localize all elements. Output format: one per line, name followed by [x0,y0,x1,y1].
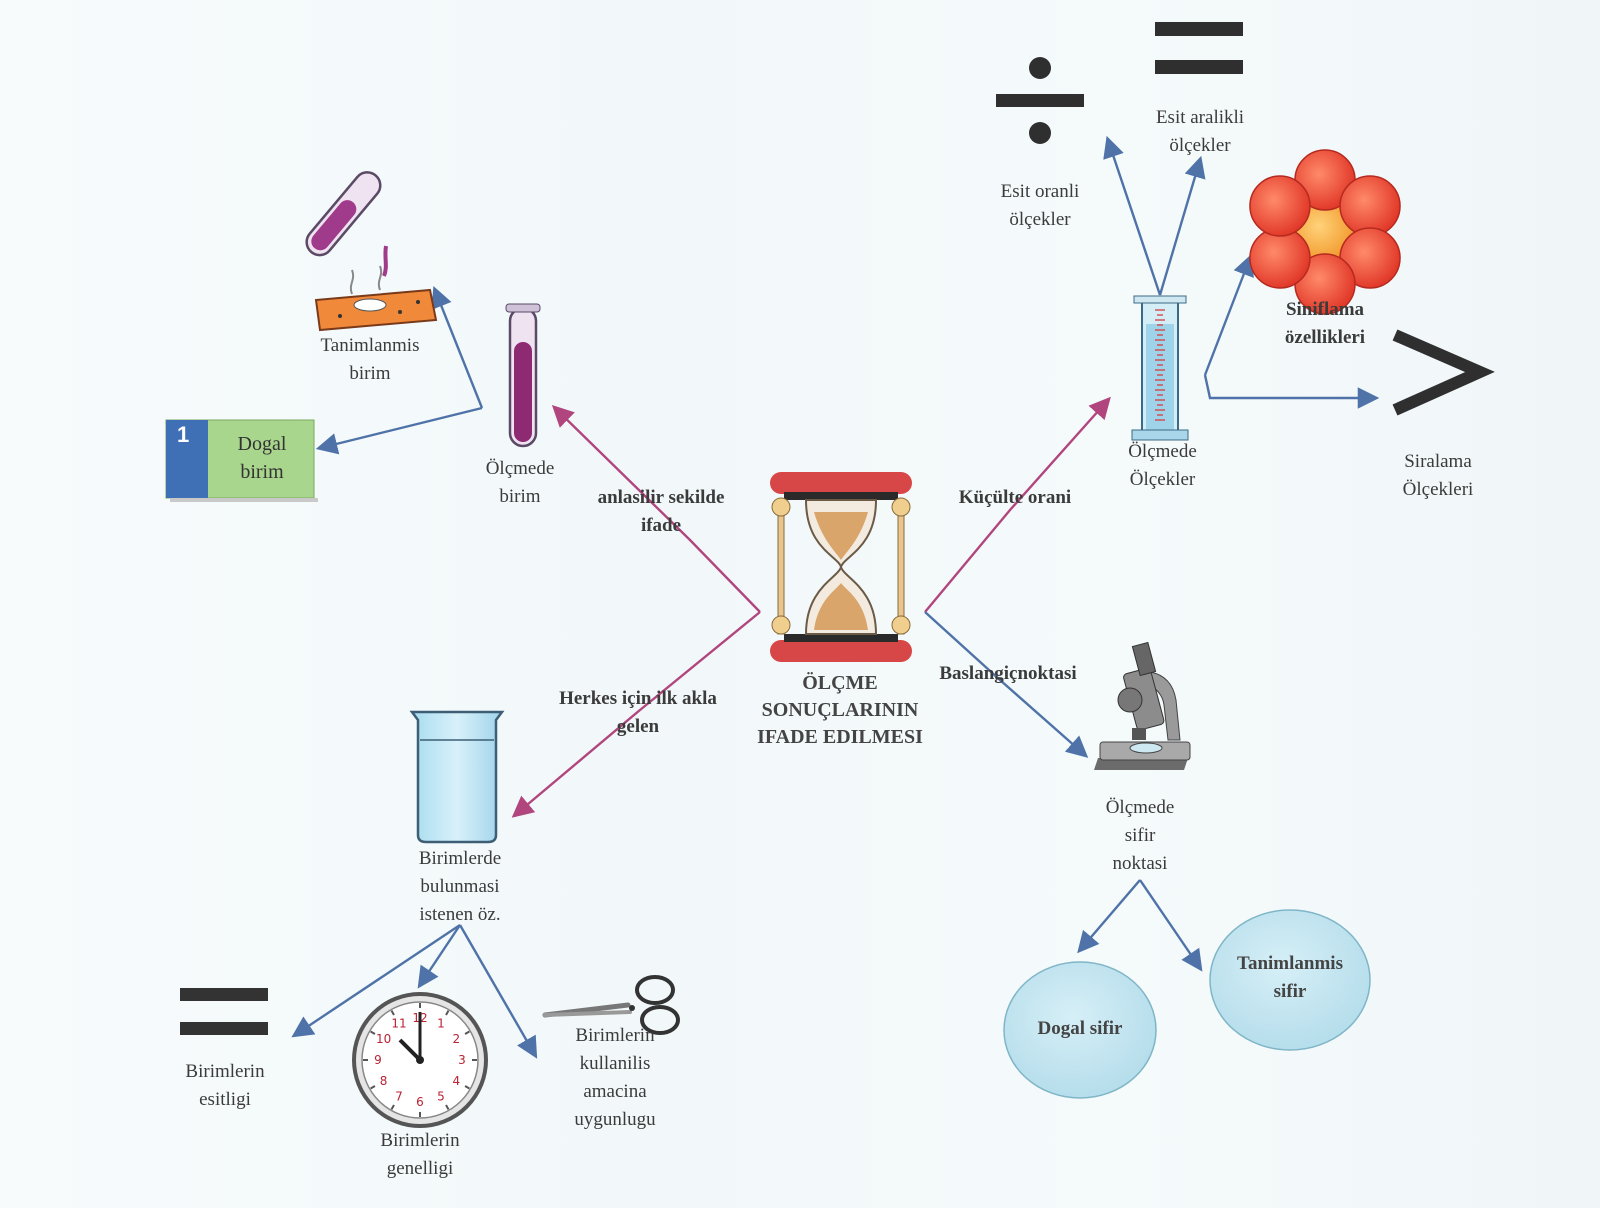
clock-numeral: 3 [458,1053,466,1067]
pouring-test-tube-icon [305,171,438,332]
natural-unit-box [165,419,318,502]
label-generality: Birimlerin genelligi [380,1130,460,1179]
beaker-icon [409,710,505,844]
edge-scales-to-ordinal [1203,374,1380,409]
edge-unit-to-natural-unit [315,406,483,455]
label-suitability: Birimlerin kullanilis amacina uygunlugu [574,1025,656,1130]
label-required-props: Birimlerde bulunmasi istenen öz. [418,848,502,925]
clock-tick [390,1104,395,1110]
label-ratio-scales: Esit oranli ölçekler [1000,181,1080,230]
equals-icon [180,988,268,1035]
edge-scales-to-interval [1158,155,1206,296]
cluster-dot [1339,175,1401,237]
edge-unit-to-defined-unit [431,285,484,409]
edge-center-to-scales [924,396,1111,613]
label-equality: Birimlerin esitligi [185,1061,265,1110]
edge-scales-to-ratio [1103,135,1162,296]
scissors-icon [542,975,680,1035]
clock-tick [370,1085,376,1090]
graduated-cylinder-icon [1131,295,1189,441]
edge-center-to-zero [924,611,1089,758]
hourglass-icon [770,472,912,662]
clock-numeral: 8 [380,1074,388,1088]
clock-numeral: 10 [376,1032,391,1046]
greater-than-icon [1392,329,1495,416]
label-interval-scales: Esit aralikli ölçekler [1155,107,1245,156]
center-title: ÖLÇME SONUÇLARININ IFADE EDILMESI [757,672,923,748]
microscope-icon [1094,641,1191,770]
edge-props-to-generality [417,924,461,989]
edge-scales-to-nominal [1203,253,1254,376]
label-edge-understandable: anlasilir sekilde ifade [597,487,725,536]
edge-props-to-equality [291,924,461,1038]
label-defined-zero: Tanimlanmis sifir [1237,953,1343,1002]
label-defined-unit: Tanimlanmis birim [320,335,420,384]
magenta-edges [511,396,1111,818]
equals-icon-top [1155,22,1243,74]
clock-tick [445,1104,450,1110]
edge-zero-to-natural-zero [1077,879,1141,954]
label-unit: Ölçmede birim [485,458,555,507]
clock-numeral: 11 [391,1017,406,1031]
edge-props-to-suitability [458,924,538,1059]
cluster-dot [1249,227,1311,289]
label-nominal: Siniflama özellikleri [1284,299,1366,348]
label-edge-first-thought: Herkes için ilk akla gelen [559,688,717,737]
defined-zero-bubble [1209,909,1371,1051]
clock-tick [445,1010,450,1016]
label-natural-zero: Dogal sifir [1037,1018,1123,1039]
clock-numeral: 9 [374,1053,382,1067]
clock-tick [370,1030,376,1035]
cluster-dot [1249,175,1311,237]
clock-tick [464,1085,470,1090]
label-edge-scale-ratio: Küçülte orani [958,487,1072,508]
edge-zero-to-defined-zero [1139,879,1203,972]
label-ordinal: Siralama Ölçekleri [1402,451,1474,500]
clock-icon: 121234567891011 [352,992,488,1128]
label-scales: Ölçmede Ölçekler [1128,441,1197,490]
label-edge-start-point: Baslangiçnoktasi [939,663,1077,684]
clock-numeral: 1 [437,1017,445,1031]
clock-numeral: 2 [453,1032,461,1046]
label-natural-unit: Dogal birim [237,433,287,483]
test-tube-icon [505,303,541,448]
label-zero-point: Ölçmede sifir noktasi [1105,797,1175,874]
circle-cluster-icon [1249,149,1401,315]
clock-numeral: 7 [395,1089,403,1103]
blue-edges [291,135,1380,1059]
natural-unit-number: 1 [177,422,190,447]
edge-center-to-unit [551,404,761,613]
clock-tick [390,1010,395,1016]
clock-tick [464,1030,470,1035]
clock-numeral: 6 [416,1095,424,1109]
edge-center-to-required-props [511,611,761,818]
clock-numeral: 4 [453,1074,461,1088]
division-icon [996,57,1084,144]
clock-numeral: 5 [437,1089,445,1103]
natural-zero-bubble [1003,961,1157,1099]
